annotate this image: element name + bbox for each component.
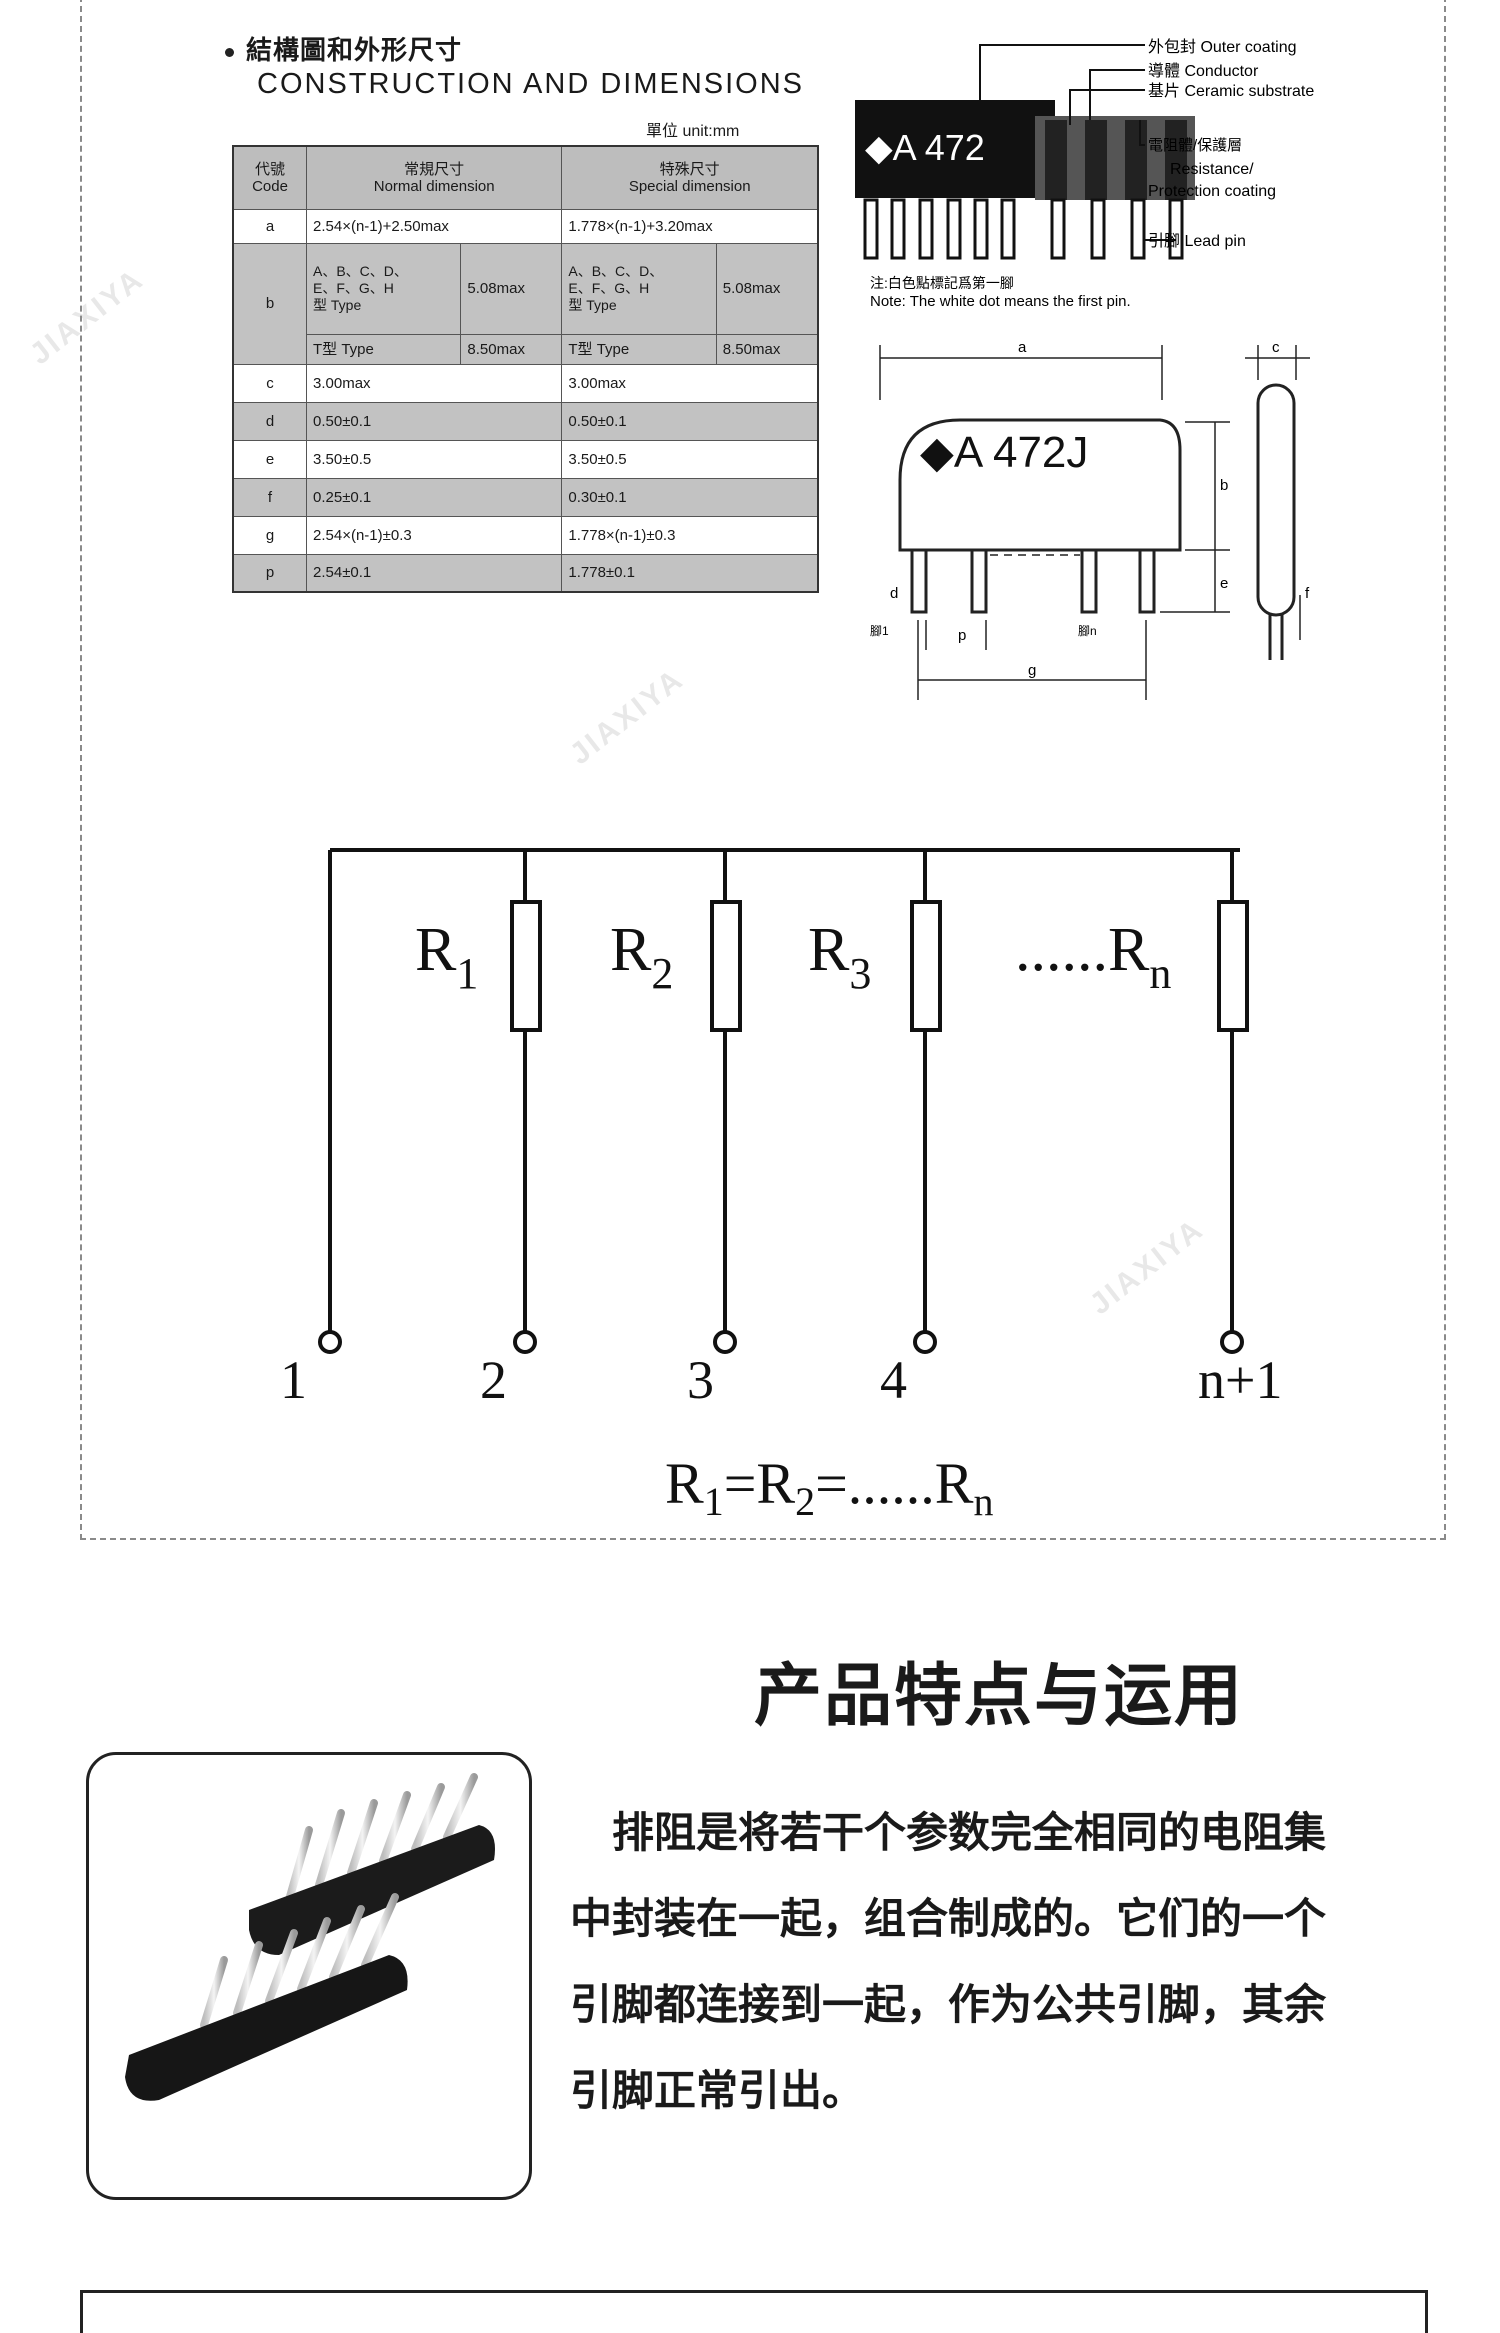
resistor-n: [1217, 900, 1249, 1032]
note-en: Note: The white dot means the first pin.: [870, 293, 1131, 310]
pin-label-3: 3: [687, 1350, 714, 1410]
desc-line: 中封装在一起，组合制成的。它们的一个: [570, 1894, 1327, 1943]
desc-line: 排阻是将若干个参数完全相同的电阻集: [570, 1808, 1327, 1857]
bottom-box-edge: [80, 2290, 1428, 2333]
features-title: 产品特点与运用: [754, 1657, 1245, 1736]
pin-label-2: 2: [480, 1350, 507, 1410]
cell-t-type: T型 Type: [305, 333, 462, 365]
dim-b: b: [1220, 477, 1228, 494]
label-r1: R1: [415, 916, 478, 998]
label-pin1: 腳1: [870, 624, 889, 638]
terminal-4: [913, 1330, 937, 1354]
cell-t-type: T型 Type: [561, 333, 717, 365]
schematic-diagram: R1 R2 R3 ......Rn 1 2 3 4 n+1 R1=R2=....…: [280, 848, 1282, 1524]
dim-c: c: [1272, 339, 1280, 356]
terminal-2: [513, 1330, 537, 1354]
product-photo: [86, 1752, 532, 2200]
row-code: f: [232, 477, 307, 517]
cell-special: 1.778×(n-1)±0.3: [561, 515, 819, 555]
cell-special: 1.778×(n-1)+3.20max: [561, 209, 819, 245]
row-code: c: [232, 363, 307, 403]
pin-label-1: 1: [280, 1350, 307, 1410]
dim-d: d: [890, 585, 898, 602]
section-title-en: CONSTRUCTION AND DIMENSIONS: [257, 68, 805, 100]
row-code: e: [232, 439, 307, 479]
construction-diagram: ◆A 472 外包封 Outer coating 導體 Conductor 基片…: [855, 38, 1314, 310]
dim-a: a: [1018, 339, 1027, 356]
resistor-network-photo: [125, 1773, 495, 2101]
cell-special: 1.778±0.1: [561, 553, 819, 593]
cell-special: 0.30±0.1: [561, 477, 819, 517]
dim-g: g: [1028, 662, 1036, 679]
label-r2: R2: [610, 916, 673, 998]
desc-line: 引脚正常引出。: [570, 2066, 865, 2115]
resistor-3: [910, 900, 942, 1032]
resistor-1: [510, 900, 542, 1032]
label-conductor: 導體 Conductor: [1148, 61, 1259, 80]
pin-label-n1: n+1: [1198, 1350, 1282, 1410]
dashed-frame: [80, 0, 1446, 1540]
cell-normal: 5.08max: [460, 243, 563, 335]
terminal-n1: [1220, 1330, 1244, 1354]
note-cn: 注:白色點標記爲第一腳: [870, 275, 1014, 291]
row-code: p: [232, 553, 307, 593]
unit-label: 單位 unit:mm: [646, 123, 740, 140]
resistor-body: [855, 100, 1055, 198]
formula: R1=R2=......Rn: [665, 1451, 994, 1524]
cell-normal: 3.00max: [305, 363, 563, 403]
lead-pins: [863, 198, 1184, 260]
cell-normal: 2.54×(n-1)±0.3: [305, 515, 563, 555]
pin-label-4: 4: [880, 1350, 907, 1410]
label-rn: ......Rn: [1015, 916, 1171, 998]
cell-special: 8.50max: [715, 333, 819, 365]
terminal-3: [713, 1330, 737, 1354]
dim-p: p: [958, 627, 966, 644]
cell-normal: 0.50±0.1: [305, 401, 563, 441]
body-marking: ◆A 472: [865, 127, 985, 168]
dimension-drawing: ◆A 472J a b c d e f g p 腳1 腳n: [870, 339, 1310, 700]
label-resistance-cn: 電阻體/保護層: [1148, 137, 1242, 154]
label-substrate: 基片 Ceramic substrate: [1148, 82, 1314, 100]
cell-special: 3.50±0.5: [561, 439, 819, 479]
cell-normal: 2.54×(n-1)+2.50max: [305, 209, 563, 245]
bullet-icon: [225, 47, 234, 57]
label-pinn: 腳n: [1078, 624, 1097, 638]
row-code: a: [232, 209, 307, 245]
section-title-cn: 結構圖和外形尺寸: [225, 30, 462, 67]
terminal-1: [318, 1330, 342, 1354]
cell-normal: 3.50±0.5: [305, 439, 563, 479]
cell-special: 3.00max: [561, 363, 819, 403]
cell-special: 5.08max: [715, 243, 819, 335]
row-code: b: [232, 243, 307, 365]
label-lead-pin: 引腳 Lead pin: [1148, 232, 1246, 250]
cell-special: 0.50±0.1: [561, 401, 819, 441]
label-r3: R3: [808, 916, 871, 998]
label-outer-coating: 外包封 Outer coating: [1148, 38, 1297, 56]
label-resistance-en: Resistance/: [1170, 161, 1254, 178]
label-protection-en: Protection coating: [1148, 183, 1276, 200]
row-code: d: [232, 401, 307, 441]
cell-normal: 2.54±0.1: [305, 553, 563, 593]
dim-e: e: [1220, 575, 1228, 592]
dim-f: f: [1305, 585, 1310, 602]
cell-normal: 0.25±0.1: [305, 477, 563, 517]
features-description: 排阻是将若干个参数完全相同的电阻集 中封装在一起，组合制成的。它们的一个 引脚都…: [570, 1790, 1470, 2134]
resistor-2: [710, 900, 742, 1032]
row-code: g: [232, 515, 307, 555]
cell-normal: 8.50max: [460, 333, 563, 365]
desc-line: 引脚都连接到一起，作为公共引脚，其余: [570, 1980, 1327, 2029]
drawing-marking: ◆A 472J: [920, 428, 1088, 477]
